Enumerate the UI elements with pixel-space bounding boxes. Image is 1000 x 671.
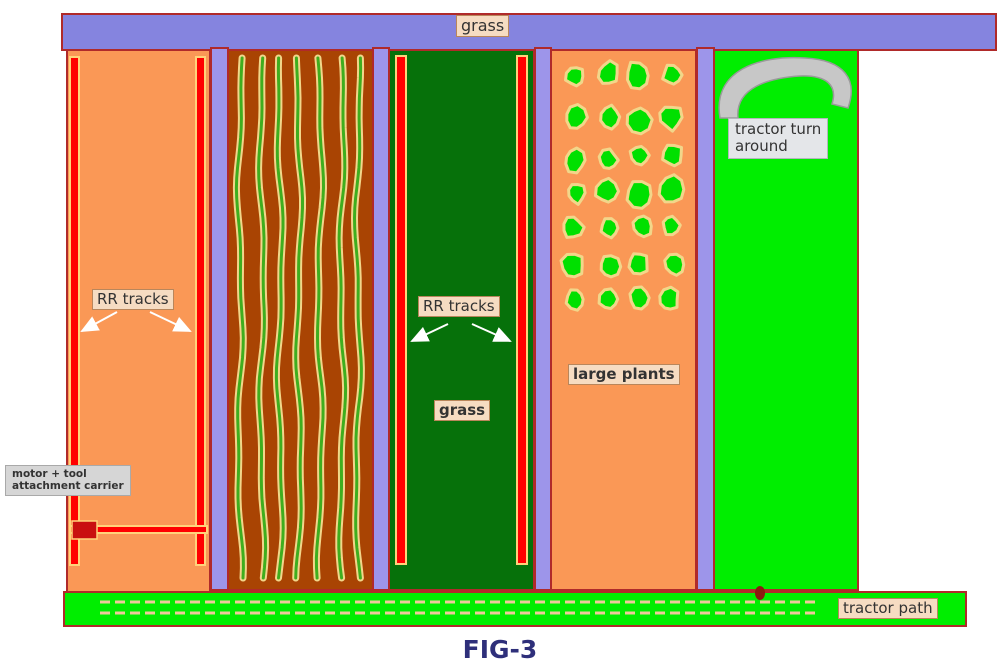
large-plant [596,59,619,85]
large-plant [663,252,686,277]
tractor-marker [755,586,765,600]
label-grass-top: grass [456,15,510,38]
label-motor-carrier: motor + tool attachment carrier [5,465,131,497]
large-plant [658,285,680,311]
large-plant [626,60,650,91]
large-plant [565,103,589,130]
large-plant [658,105,684,133]
large-plant [625,180,653,210]
large-plant [661,143,683,168]
label-rr-tracks-left: RR tracks [92,289,174,311]
large-plant [599,254,623,279]
label-large-plants: large plants [568,364,680,386]
vine-row-core [274,56,285,580]
rr-track-middle-a [395,55,407,565]
rr-track-left-a [69,56,80,566]
arrow-rr-middle-b [471,323,512,342]
large-plant [657,173,686,204]
large-plant [628,145,651,167]
figure-title: FIG-3 [462,635,538,664]
arrow-rr-left-a [80,311,118,332]
vine-row-core [352,56,363,580]
large-plant [599,103,622,131]
label-grass-middle: grass [434,400,491,422]
top-grass-strip [61,13,997,51]
vine-row-core [314,56,326,580]
vine-rows [232,54,365,582]
large-plant [597,147,620,170]
arrow-rr-left-b [149,311,192,332]
tractor-turnaround-arc [718,56,852,119]
label-tractor-path: tractor path [838,598,938,620]
large-plant [564,146,587,175]
divider-3 [534,47,552,591]
large-plant [661,214,682,237]
bed-dark-grass [388,49,535,591]
vine-row-core [257,56,268,580]
large-plant [631,214,653,239]
large-plant [564,66,585,88]
large-plant [594,176,620,204]
vine-row-core [337,56,348,580]
large-plant [628,285,651,311]
rr-track-middle-b [516,55,528,565]
large-plant [567,183,587,206]
large-plant [627,252,649,276]
divider-1 [210,47,229,591]
vine-row-core [294,56,304,580]
rr-track-left-b [195,56,206,566]
carrier-rail [69,525,208,534]
divider-4 [696,47,715,591]
large-plant [661,63,684,86]
bed-soil-left [66,49,211,593]
tractor-path [63,591,967,627]
label-tractor-turn-around: tractor turn around [728,118,829,159]
large-plant [564,288,585,312]
large-plant-grid [559,59,686,312]
label-rr-tracks-middle: RR tracks [418,296,500,318]
arrow-rr-middle-a [410,323,449,342]
large-plant [625,106,654,136]
large-plant [597,287,620,310]
large-plant [599,217,620,240]
large-plant [562,215,586,239]
carrier-motor-block [71,520,98,540]
divider-2 [372,47,390,591]
vine-row-core [234,56,245,580]
large-plant [559,252,584,279]
